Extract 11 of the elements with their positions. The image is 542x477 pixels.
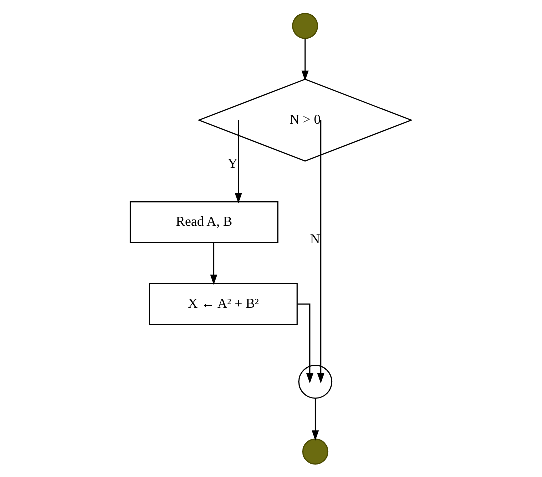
- arrow: [210, 242, 218, 285]
- arrow: [302, 38, 309, 81]
- node-box: X ← A² + B²: [149, 282, 298, 325]
- node-circle: [298, 364, 333, 399]
- arrow: [235, 120, 242, 204]
- arrow: [312, 398, 320, 440]
- node-box: Read A, B: [130, 201, 279, 244]
- arrow: [317, 120, 325, 384]
- node-circle: [302, 438, 329, 464]
- edge-label: N: [310, 230, 320, 246]
- node-circle: [292, 12, 318, 39]
